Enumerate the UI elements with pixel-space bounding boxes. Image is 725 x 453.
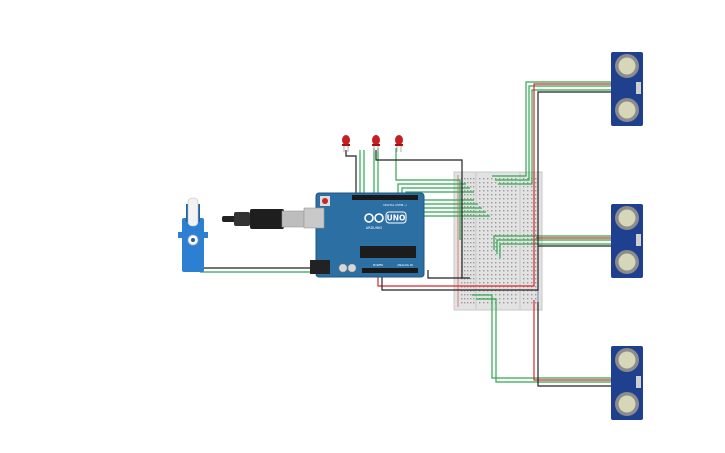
red-wires (377, 83, 612, 381)
arduino-uno-board[interactable]: UNO ARDUINO DIGITAL (PWM~) POWER ANALOG … (303, 192, 425, 278)
usb-cable[interactable] (222, 209, 305, 229)
arduino-logo-icon (364, 213, 384, 223)
power-header-label: POWER (373, 263, 383, 267)
breadboard[interactable] (453, 171, 543, 311)
led-2[interactable] (372, 135, 380, 152)
board-model-label: UNO (387, 214, 406, 223)
ultrasonic-sensor-2[interactable] (611, 204, 643, 278)
led-1[interactable] (342, 135, 350, 152)
board-brand-label: ARDUINO (366, 226, 383, 230)
breadboard-holes (461, 178, 537, 304)
analog-header-label: ANALOG IN (397, 263, 413, 267)
black-wires (200, 91, 612, 387)
servo-motor[interactable] (178, 197, 208, 272)
ultrasonic-sensor-3[interactable] (611, 346, 643, 420)
ultrasonic-sensor-1[interactable] (611, 52, 643, 126)
digital-header-label: DIGITAL (PWM~) (383, 203, 406, 207)
led-3[interactable] (395, 135, 403, 152)
